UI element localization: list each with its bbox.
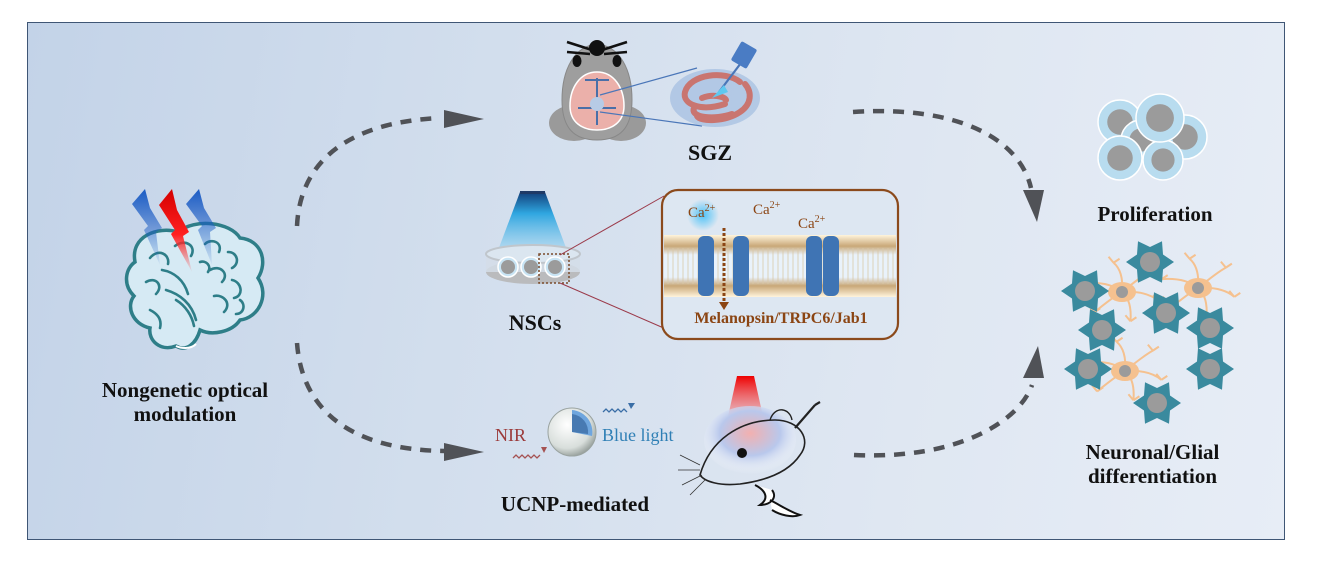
ion-label-2: Ca2+ — [753, 200, 781, 218]
red-light-bolt-icon — [159, 189, 192, 272]
ion-label-3: Ca2+ — [798, 214, 826, 232]
glial-cell — [1186, 348, 1234, 390]
arrowhead-icon — [444, 443, 484, 461]
proliferating-cells-icon — [1097, 93, 1208, 181]
arrow-to-sgz — [294, 110, 484, 227]
source-label-line-2: modulation — [133, 402, 237, 427]
blue-light-arrowhead-icon — [628, 403, 635, 409]
blue-light-bolt-icon — [132, 189, 162, 265]
blue-light-wave-icon — [602, 408, 628, 413]
hippocampus-slice-icon — [670, 41, 760, 127]
progenitor-cell — [1135, 93, 1185, 143]
source-label: Nongenetic optical modulation — [70, 378, 300, 426]
sgz-label: SGZ — [687, 140, 733, 165]
arrowhead-icon — [1023, 346, 1044, 378]
mouse-side-view-icon — [678, 376, 821, 518]
glial-cell — [1133, 382, 1181, 424]
arrowhead-icon — [1023, 190, 1044, 222]
glial-cell — [1186, 307, 1234, 349]
nscs-label: NSCs — [508, 310, 562, 335]
nir-arrowhead-icon — [541, 447, 547, 453]
ion-channel-icon — [698, 236, 839, 296]
differentiation-label-line-2: differentiation — [1087, 464, 1218, 489]
source-label-line-1: Nongenetic optical — [101, 378, 269, 402]
neuron-cell — [1079, 256, 1165, 323]
glial-cell — [1061, 270, 1109, 312]
nir-wave-icon — [512, 454, 541, 459]
glial-cell — [1064, 348, 1112, 390]
arrow-down-icon — [719, 302, 729, 310]
brain-icon — [124, 221, 265, 350]
arrow-sgz-to-proliferation — [852, 108, 1044, 222]
differentiation-label-line-1: Neuronal/Glial — [1085, 440, 1220, 464]
arrowhead-icon — [444, 110, 484, 128]
ion-label-1: Ca2+ — [688, 203, 716, 221]
glial-cell — [1078, 309, 1126, 351]
blue-light-label: Blue light — [602, 425, 674, 445]
differentiation-label: Neuronal/Glial differentiation — [1050, 440, 1255, 488]
glial-cell — [1126, 241, 1174, 283]
membrane-inset — [660, 188, 900, 341]
neuron-cell — [1082, 335, 1168, 402]
blue-light-bolt-icon — [186, 189, 216, 265]
ucnp-label: UCNP-mediated — [500, 492, 650, 516]
progenitor-cell — [1142, 139, 1184, 181]
nir-label: NIR — [495, 425, 526, 445]
glial-cell — [1142, 292, 1190, 334]
differentiated-cells-icon — [1061, 241, 1241, 424]
progenitor-cell — [1097, 135, 1143, 181]
ucnp-nanoparticle-icon — [547, 407, 597, 457]
proliferation-label: Proliferation — [1097, 202, 1213, 226]
arrow-to-ucnp — [294, 342, 484, 461]
culture-dish-icon — [485, 191, 667, 330]
arrow-ucnp-to-differentiation — [853, 346, 1044, 458]
pathway-label: Melanopsin/TRPC6/Jab1 — [694, 310, 868, 327]
mouse-top-view-icon — [549, 40, 703, 141]
